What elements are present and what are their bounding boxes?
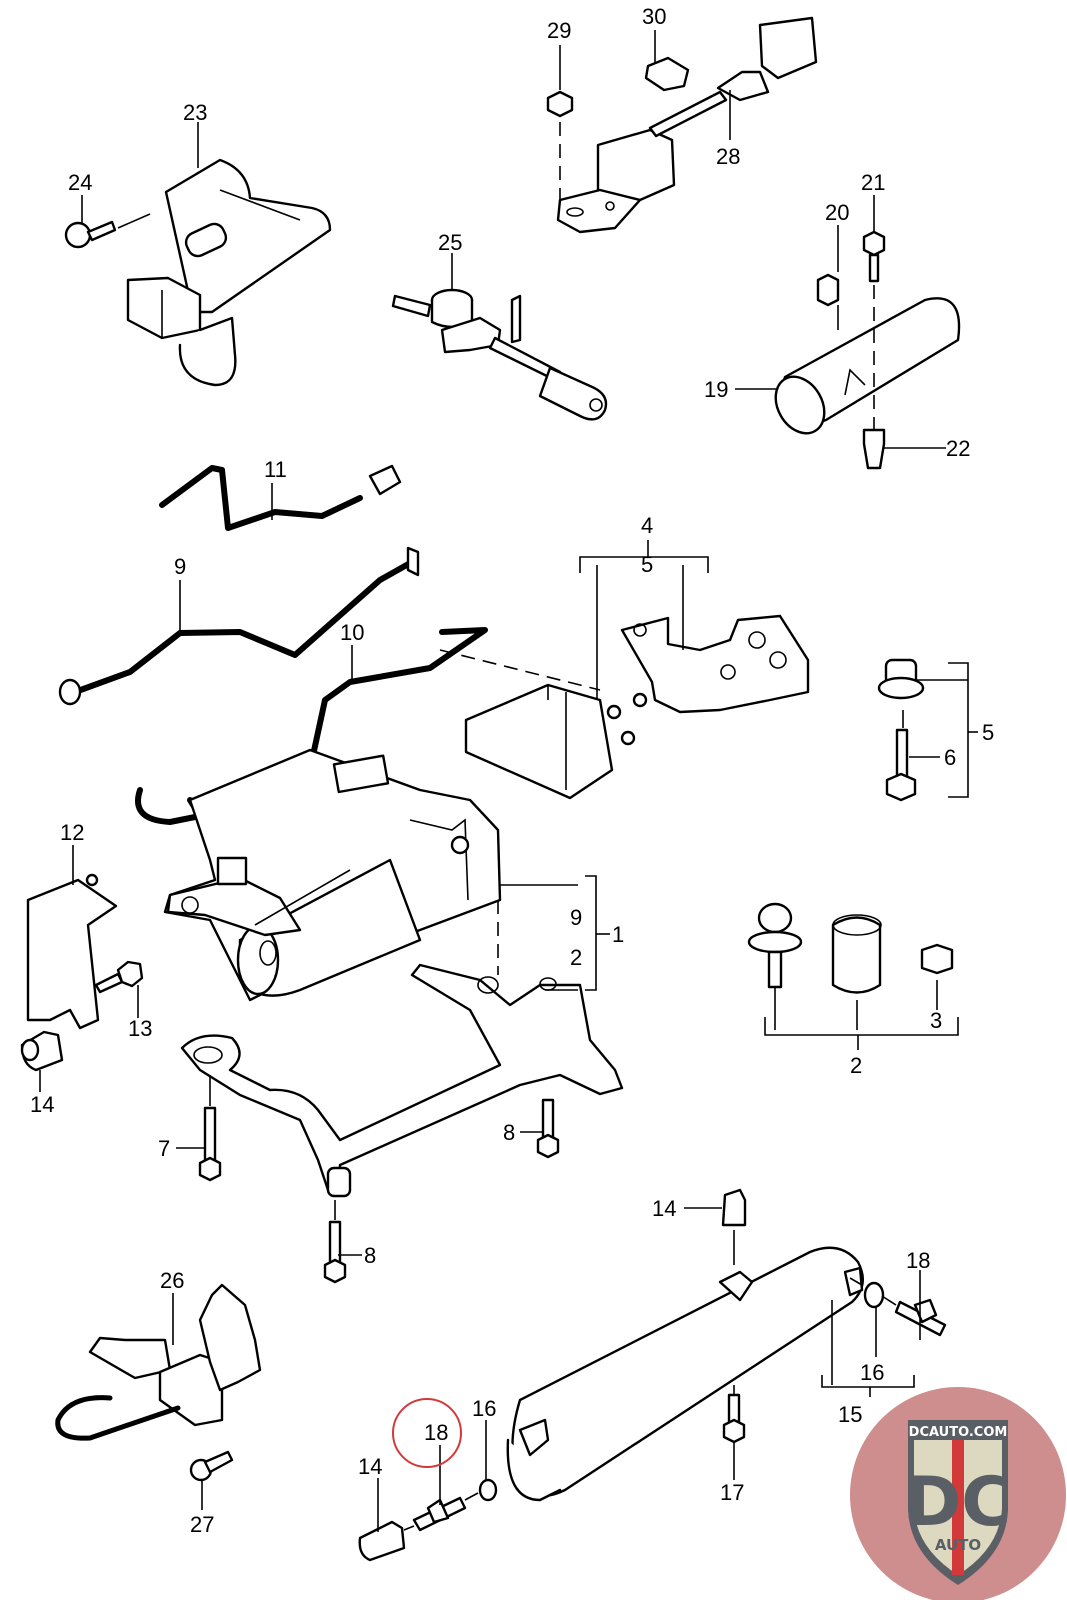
part-23-valve-bracket bbox=[126, 158, 332, 387]
callout-21: 21 bbox=[861, 170, 885, 195]
callout-3: 3 bbox=[930, 1008, 942, 1033]
callout-10: 10 bbox=[340, 620, 364, 645]
callout-2-kit: 2 bbox=[850, 1053, 862, 1078]
part-2-mount-bushing bbox=[747, 902, 803, 989]
callout-13: 13 bbox=[128, 1016, 152, 1041]
callout-16-left: 16 bbox=[472, 1396, 496, 1421]
leader-lines bbox=[39, 30, 978, 1532]
callout-7: 7 bbox=[158, 1136, 170, 1161]
callout-5-bracket: 5 bbox=[641, 552, 653, 577]
callout-28: 28 bbox=[716, 144, 740, 169]
part-18-fitting-left bbox=[412, 1492, 479, 1532]
callout-18-left: 18 bbox=[424, 1420, 448, 1445]
callout-14-top: 14 bbox=[652, 1196, 676, 1221]
part-11-air-line bbox=[159, 464, 402, 531]
part-2-crossmember bbox=[180, 963, 624, 1198]
callout-19: 19 bbox=[704, 377, 728, 402]
part-8-bolt-b bbox=[323, 1200, 347, 1284]
callout-22: 22 bbox=[946, 436, 970, 461]
part-20-nut bbox=[816, 273, 840, 307]
callout-18-right: 18 bbox=[906, 1248, 930, 1273]
part-17-bolt bbox=[722, 1393, 746, 1444]
watermark-main-text: DC bbox=[905, 1463, 1011, 1542]
callout-14-bottom: 14 bbox=[358, 1454, 382, 1479]
part-24-bolt bbox=[64, 213, 151, 249]
part-5-bracket bbox=[620, 614, 810, 714]
callout-14-left: 14 bbox=[30, 1092, 54, 1117]
watermark-stripe bbox=[952, 1440, 964, 1575]
callout-labels: 23 24 25 29 30 28 20 21 19 22 11 9 10 4 … bbox=[30, 4, 994, 1537]
part-14-nut-bottom bbox=[358, 1520, 415, 1562]
part-16-washer-left bbox=[478, 1478, 498, 1502]
watermark-sub-text: AUTO bbox=[935, 1536, 981, 1554]
part-22-grommet bbox=[862, 428, 886, 470]
part-13-bolt bbox=[94, 960, 144, 994]
part-15-accumulator-tank bbox=[506, 1246, 864, 1502]
part-14-nut-top bbox=[721, 1188, 747, 1265]
part-12-bracket bbox=[26, 873, 118, 1030]
callout-27: 27 bbox=[190, 1512, 214, 1537]
callout-26: 26 bbox=[160, 1268, 184, 1293]
callout-1: 1 bbox=[612, 922, 624, 947]
part-25-pressure-sensor bbox=[391, 288, 608, 421]
highlight-circle bbox=[392, 1398, 462, 1468]
part-27-bolt bbox=[189, 1450, 234, 1482]
callout-12: 12 bbox=[60, 820, 84, 845]
part-8-bolt-a bbox=[536, 1098, 560, 1159]
callout-9-assembly: 9 bbox=[570, 905, 582, 930]
callout-29: 29 bbox=[547, 18, 571, 43]
callout-8-lower: 8 bbox=[364, 1243, 376, 1268]
part-2-rubber-mount bbox=[831, 914, 882, 994]
callout-9-line: 9 bbox=[174, 554, 186, 579]
callout-5-right: 5 bbox=[982, 720, 994, 745]
callout-4: 4 bbox=[641, 513, 653, 538]
callout-8-upper: 8 bbox=[503, 1120, 515, 1145]
callout-2-assembly: 2 bbox=[570, 945, 582, 970]
part-18-fitting-right bbox=[881, 1295, 947, 1337]
watermark-top-text: DCAUTO.COM bbox=[909, 1425, 1008, 1440]
part-3-nut bbox=[920, 943, 954, 975]
callout-11: 11 bbox=[264, 457, 287, 482]
part-21-bolt bbox=[862, 230, 886, 430]
part-28-connector-bracket bbox=[556, 16, 818, 234]
part-30-cap bbox=[644, 56, 690, 92]
callout-25: 25 bbox=[438, 230, 462, 255]
callout-30: 30 bbox=[642, 4, 666, 29]
part-1-compressor bbox=[163, 748, 502, 1002]
part-14-nut-left bbox=[20, 1030, 64, 1072]
callout-16-right: 16 bbox=[860, 1360, 884, 1385]
callout-20: 20 bbox=[825, 200, 849, 225]
callout-24: 24 bbox=[68, 170, 92, 195]
part-19-canister bbox=[774, 297, 961, 435]
callout-6: 6 bbox=[944, 745, 956, 770]
part-9-air-line bbox=[58, 546, 420, 706]
callout-23: 23 bbox=[183, 100, 207, 125]
part-7-bolt bbox=[198, 1075, 222, 1182]
callout-15: 15 bbox=[838, 1402, 862, 1427]
part-29-nut bbox=[546, 90, 574, 200]
part-26-solenoid bbox=[55, 1283, 262, 1441]
part-5-6-bolt-spacer bbox=[877, 658, 925, 802]
callout-17: 17 bbox=[720, 1480, 744, 1505]
dc-auto-watermark: DCAUTO.COM DC AUTO bbox=[850, 1387, 1066, 1600]
part-4-valve-block bbox=[464, 683, 648, 800]
part-16-washer-right bbox=[849, 1277, 885, 1309]
